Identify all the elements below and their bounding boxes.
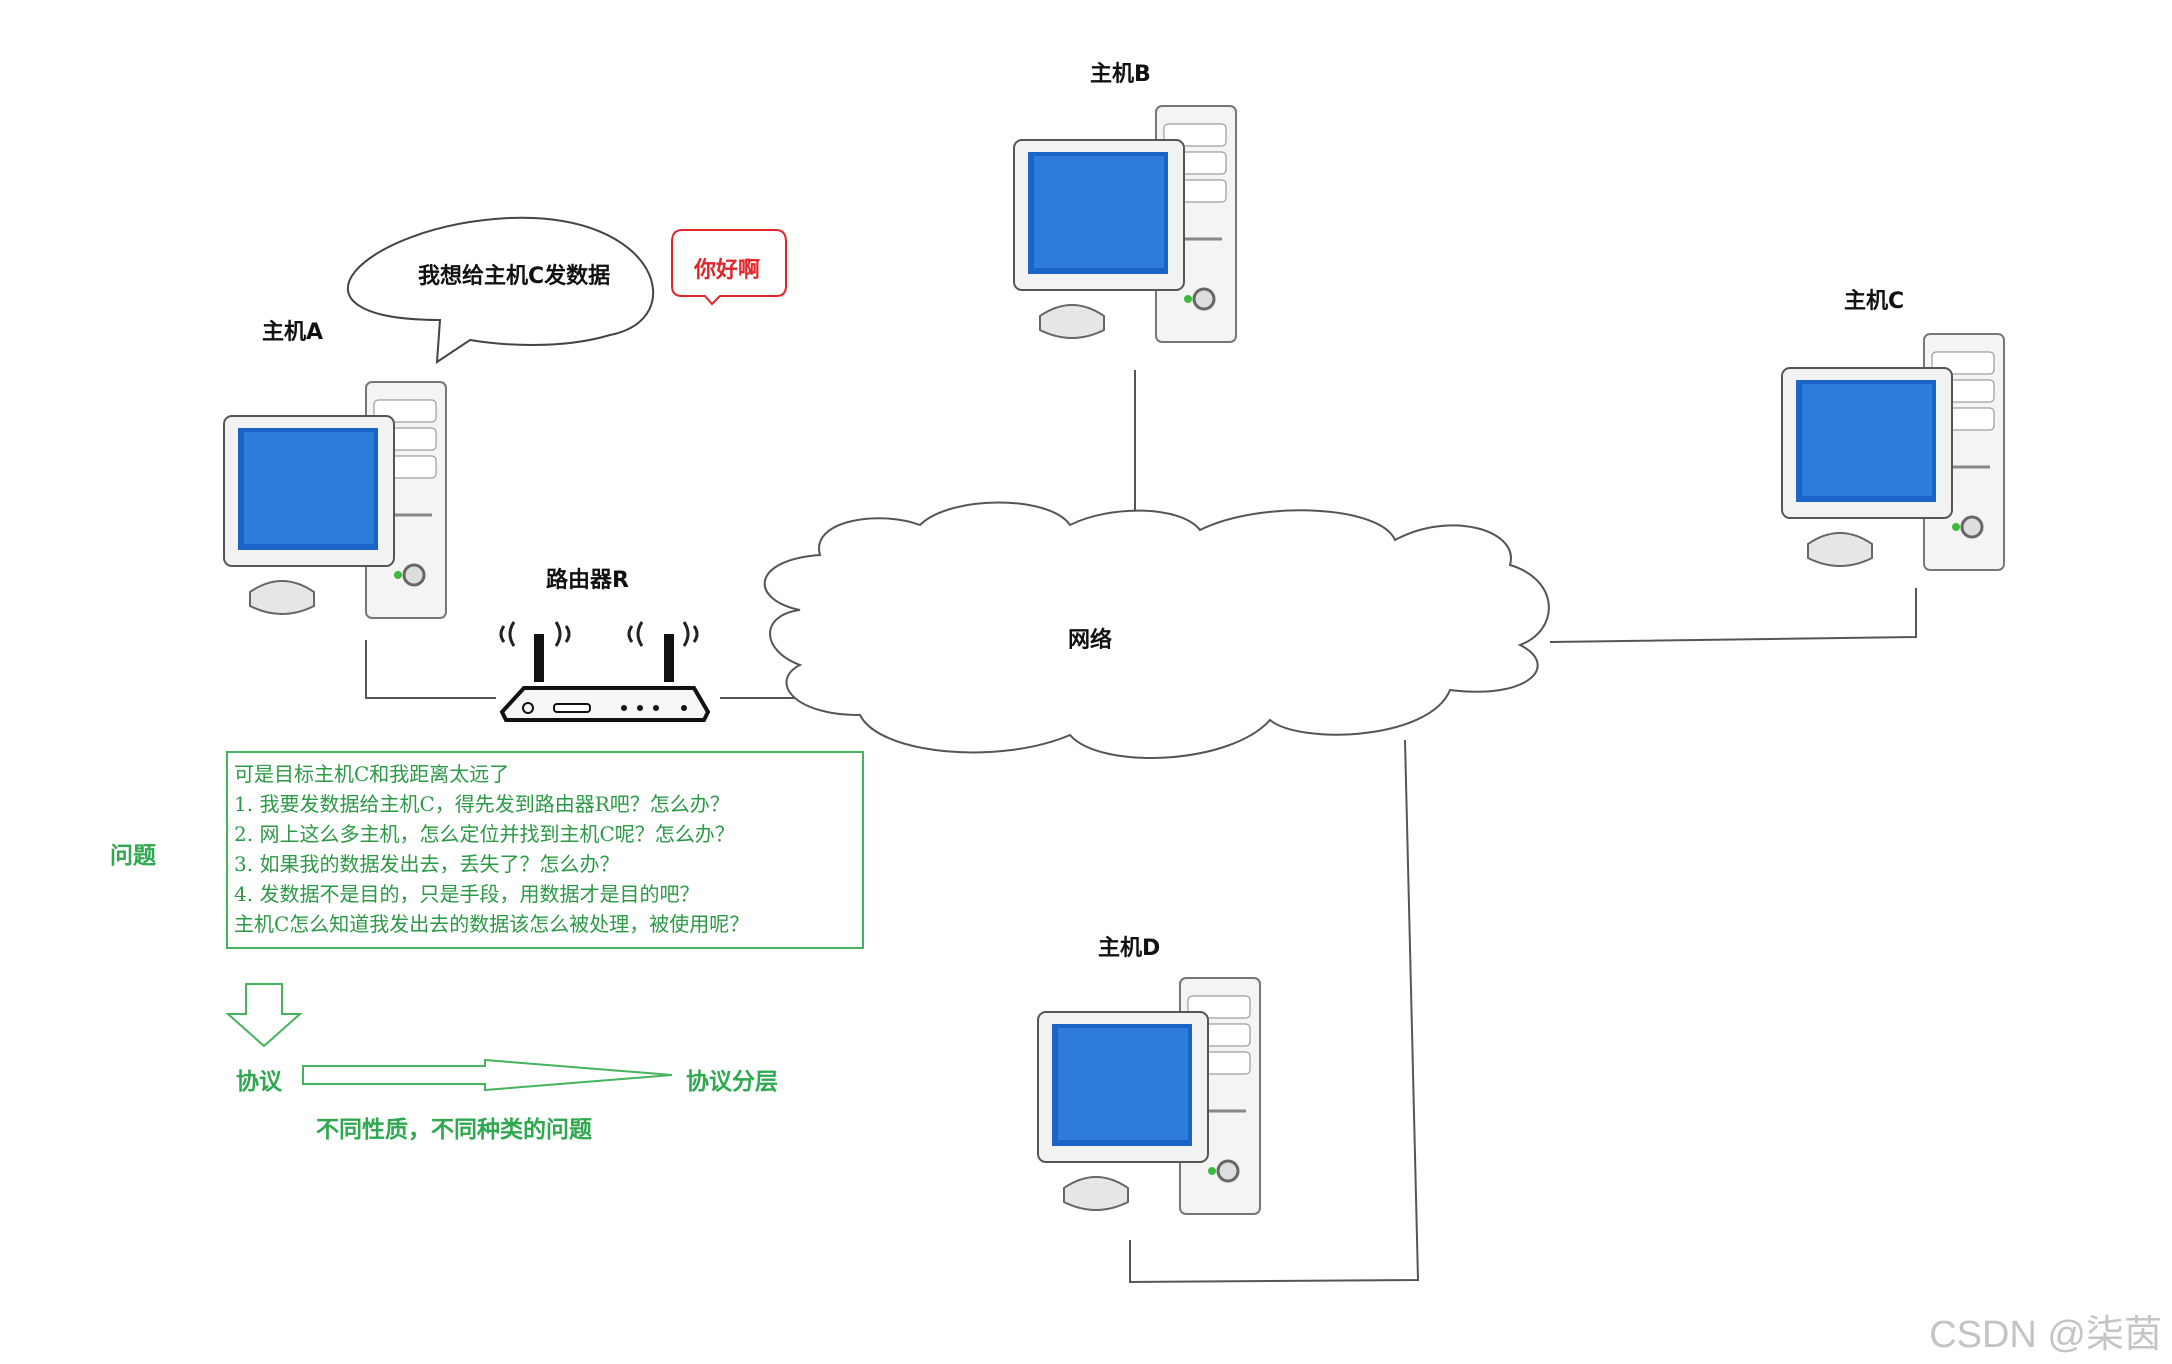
host-a-computer-icon bbox=[223, 381, 447, 619]
protocol-label: 协议 bbox=[236, 1069, 282, 1095]
layering-caption: 不同性质，不同种类的问题 bbox=[316, 1117, 592, 1143]
host-b-label: 主机B bbox=[1090, 62, 1151, 87]
host-b-computer-icon bbox=[1013, 105, 1237, 343]
notes-line: 主机C怎么知道我发出去的数据该怎么被处理，被使用呢？ bbox=[234, 912, 750, 936]
hello-text: 你好啊 bbox=[694, 258, 761, 283]
link-cloud-hostC bbox=[1549, 588, 1917, 643]
host-a-label: 主机A bbox=[262, 320, 324, 345]
link-cloud-hostD bbox=[1129, 739, 1420, 1284]
notes-line: 3. 如果我的数据发出去，丢失了？怎么办？ bbox=[234, 852, 620, 876]
problem-label: 问题 bbox=[110, 843, 156, 869]
router-icon bbox=[499, 621, 711, 722]
right-arrow bbox=[302, 1058, 673, 1092]
host-d-label: 主机D bbox=[1098, 936, 1161, 961]
network-cloud bbox=[763, 501, 1550, 759]
hello-bubble bbox=[671, 229, 787, 306]
thought-bubble bbox=[347, 216, 655, 364]
watermark-text: CSDN @柒茵 bbox=[1929, 1314, 2162, 1356]
notes-line: 可是目标主机C和我距离太远了 bbox=[234, 762, 510, 786]
host-c-computer-icon bbox=[1781, 333, 2005, 571]
problem-notes-box: 可是目标主机C和我距离太远了 1. 我要发数据给主机C，得先发到路由器R吧？怎么… bbox=[226, 751, 864, 949]
notes-line: 4. 发数据不是目的，只是手段，用数据才是目的吧？ bbox=[234, 882, 700, 906]
down-arrow bbox=[225, 983, 303, 1048]
link-hostA-router bbox=[365, 640, 496, 699]
host-d-computer-icon bbox=[1037, 977, 1261, 1215]
protocol-layering-label: 协议分层 bbox=[686, 1069, 778, 1095]
router-label: 路由器R bbox=[546, 568, 629, 593]
network-label: 网络 bbox=[1068, 628, 1113, 653]
host-c-label: 主机C bbox=[1844, 289, 1905, 314]
notes-line: 2. 网上这么多主机，怎么定位并找到主机C呢？怎么办？ bbox=[234, 822, 735, 846]
thought-text: 我想给主机C发数据 bbox=[418, 264, 611, 289]
notes-line: 1. 我要发数据给主机C，得先发到路由器R吧？怎么办？ bbox=[234, 792, 730, 816]
